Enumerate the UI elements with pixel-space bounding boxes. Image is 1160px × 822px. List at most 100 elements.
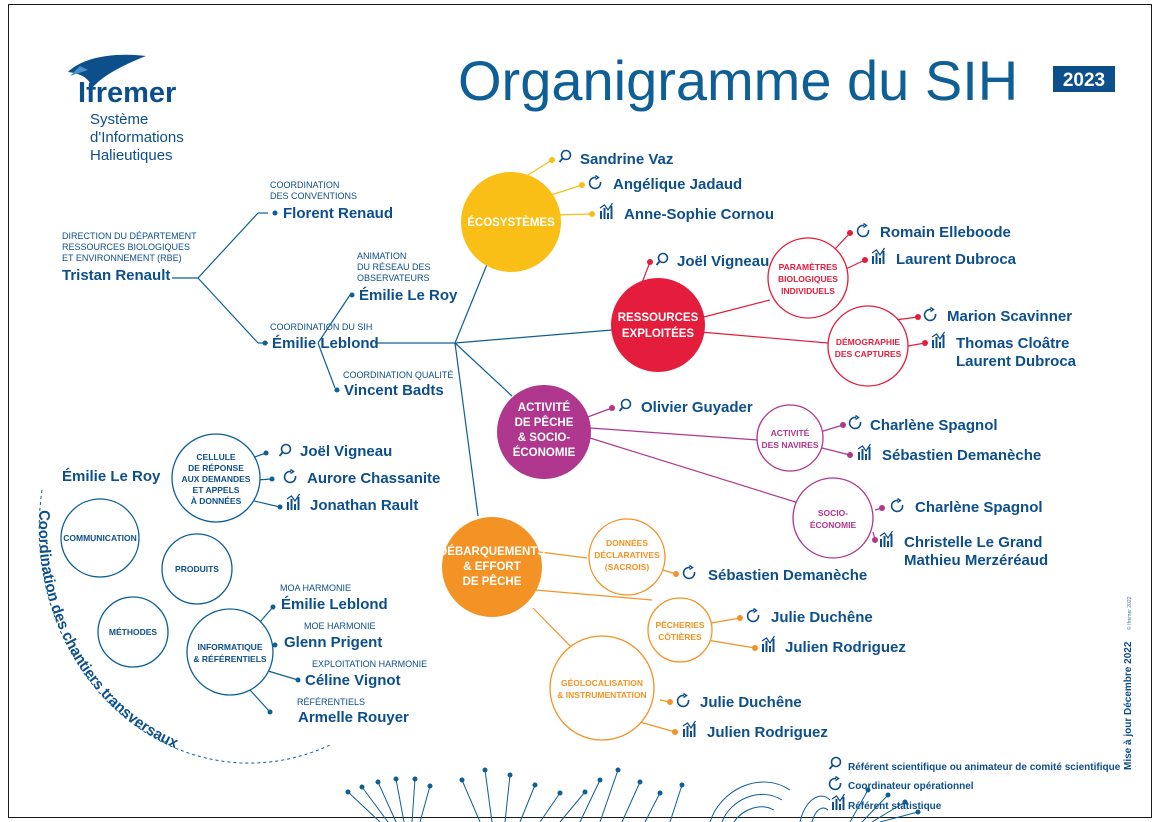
svg-text:Laurent Dubroca: Laurent Dubroca	[896, 251, 1017, 268]
decorative-pattern	[345, 767, 921, 822]
svg-text:À DONNÉES: À DONNÉES	[191, 496, 242, 506]
svg-text:AUX DEMANDES: AUX DEMANDES	[182, 474, 251, 484]
svg-text:Vincent Badts: Vincent Badts	[344, 382, 444, 399]
svg-text:DÉMOGRAPHIE: DÉMOGRAPHIE	[836, 337, 901, 347]
activite-bubble	[497, 385, 591, 479]
svg-text:GÉOLOCALISATION: GÉOLOCALISATION	[561, 678, 643, 688]
svg-text:DES NAVIRES: DES NAVIRES	[762, 440, 819, 450]
svg-text:Charlène Spagnol: Charlène Spagnol	[915, 499, 1043, 516]
cycle-icon	[856, 222, 870, 238]
svg-text:EXPLOITATION HARMONIE: EXPLOITATION HARMONIE	[312, 659, 427, 669]
svg-text:MOE HARMONIE: MOE HARMONIE	[304, 621, 376, 631]
svg-text:Armelle Rouyer: Armelle Rouyer	[298, 709, 409, 726]
conventions-node: COORDINATION DES CONVENTIONS Florent Ren…	[270, 180, 393, 222]
svg-text:DE PÊCHE: DE PÊCHE	[463, 575, 522, 588]
svg-text:ÉCONOMIE: ÉCONOMIE	[810, 520, 857, 530]
year-badge	[1053, 66, 1115, 92]
svg-text:& EFFORT: & EFFORT	[463, 561, 521, 573]
svg-text:Coordinateur opérationnel: Coordinateur opérationnel	[848, 781, 974, 792]
ecosystemes-label: ÉCOSYSTÈMES	[467, 216, 555, 229]
svg-text:DÉCLARATIVES: DÉCLARATIVES	[594, 550, 660, 560]
svg-text:INFORMATIQUE: INFORMATIQUE	[197, 642, 262, 652]
activite-navires-bubble	[756, 404, 824, 472]
svg-text:DONNÉES: DONNÉES	[606, 538, 648, 548]
socio-economie-bubble	[792, 477, 874, 559]
svg-text:Marion Scavinner: Marion Scavinner	[947, 308, 1072, 325]
svg-text:Aurore Chassanite: Aurore Chassanite	[307, 470, 440, 487]
svg-text:Joël Vigneau: Joël Vigneau	[677, 253, 769, 270]
stats-icon	[871, 247, 886, 265]
svg-text:MÉTHODES: MÉTHODES	[109, 627, 158, 637]
stats-icon	[831, 793, 846, 811]
communication-bubble	[60, 498, 140, 578]
svg-text:Julie Duchêne: Julie Duchêne	[771, 609, 873, 626]
svg-text:COORDINATION QUALITÉ: COORDINATION QUALITÉ	[343, 370, 453, 380]
svg-text:RÉFÉRENTIELS: RÉFÉRENTIELS	[297, 697, 365, 707]
svg-text:Sébastien Demanèche: Sébastien Demanèche	[708, 567, 867, 584]
svg-text:Émilie Le Roy: Émilie Le Roy	[359, 287, 458, 304]
svg-text:Céline Vignot: Céline Vignot	[305, 672, 401, 689]
main-connectors	[454, 261, 613, 517]
svg-text:DES CAPTURES: DES CAPTURES	[835, 349, 902, 359]
governance-lines	[172, 212, 455, 389]
stats-icon	[286, 493, 301, 511]
cycle-icon	[828, 775, 842, 791]
legend: Référent scientifique ou animateur de co…	[828, 756, 1121, 812]
parametres-biologiques-bubble	[767, 237, 849, 319]
coordination-qualite-node: COORDINATION QUALITÉ Vincent Badts	[334, 370, 453, 399]
svg-text:DE RÉPONSE: DE RÉPONSE	[188, 463, 244, 473]
svg-text:ACTIVITÉ: ACTIVITÉ	[518, 401, 571, 414]
decorative-loops	[709, 781, 831, 822]
geolocalisation-bubble	[549, 635, 655, 741]
svg-text:ACTIVITÉ: ACTIVITÉ	[771, 428, 810, 438]
cycle-icon	[676, 692, 690, 708]
svg-text:DES CONVENTIONS: DES CONVENTIONS	[270, 191, 357, 201]
svg-text:EXPLOITÉES: EXPLOITÉES	[622, 327, 695, 340]
pecheries-cotieres-bubble	[647, 597, 713, 663]
stats-icon	[761, 635, 776, 653]
stats-icon	[879, 530, 894, 548]
decorative-fan	[849, 787, 921, 822]
logo-text: Ifremer	[78, 77, 176, 109]
org-line3: Halieutiques	[90, 147, 173, 164]
decorative-fan	[459, 767, 685, 822]
cycle-icon	[848, 414, 862, 430]
stats-icon	[599, 202, 614, 220]
svg-text:(SACROIS): (SACROIS)	[605, 562, 650, 572]
cycle-icon	[923, 306, 937, 322]
org-line1: Système	[90, 111, 148, 128]
search-icon	[655, 252, 669, 266]
svg-text:SOCIO-: SOCIO-	[818, 508, 848, 518]
svg-text:Sandrine Vaz: Sandrine Vaz	[580, 151, 673, 168]
svg-text:DE PÊCHE: DE PÊCHE	[515, 416, 574, 429]
svg-text:PÊCHERIES: PÊCHERIES	[655, 619, 704, 630]
svg-text:CÔTIÈRES: CÔTIÈRES	[658, 631, 702, 642]
svg-text:PRODUITS: PRODUITS	[175, 564, 219, 574]
search-icon	[618, 398, 632, 412]
svg-text:CELLULE: CELLULE	[196, 452, 236, 462]
svg-text:Anne-Sophie Cornou: Anne-Sophie Cornou	[624, 206, 774, 223]
svg-text:DÉBARQUEMENTS: DÉBARQUEMENTS	[439, 545, 545, 558]
communication-lead: Émilie Le Roy	[62, 468, 161, 485]
svg-text:Mathieu Merzéréaud: Mathieu Merzéréaud	[904, 552, 1048, 569]
svg-text:MOA HARMONIE: MOA HARMONIE	[280, 583, 351, 593]
page-title: Organigramme du SIH	[458, 49, 1018, 112]
svg-text:ET ENVIRONNEMENT (RBE): ET ENVIRONNEMENT (RBE)	[62, 253, 182, 263]
stats-icon	[682, 720, 697, 738]
svg-text:& SOCIO-: & SOCIO-	[518, 432, 571, 444]
svg-text:Olivier Guyader: Olivier Guyader	[641, 399, 753, 416]
svg-text:Référent scientifique ou anima: Référent scientifique ou animateur de co…	[848, 762, 1121, 773]
cycle-icon	[682, 564, 696, 580]
svg-text:COORDINATION DU SIH: COORDINATION DU SIH	[270, 322, 372, 332]
activite-group: ACTIVITÉ DE PÊCHE & SOCIO- ÉCONOMIE Oliv…	[497, 385, 1048, 569]
animation-node: ANIMATION DU RÉSEAU DES OBSERVATEURS Émi…	[349, 251, 458, 304]
svg-text:Angélique Jadaud: Angélique Jadaud	[613, 176, 742, 193]
svg-text:Thomas Cloâtre: Thomas Cloâtre	[956, 335, 1069, 352]
svg-text:Charlène Spagnol: Charlène Spagnol	[870, 417, 998, 434]
svg-text:COORDINATION: COORDINATION	[270, 180, 339, 190]
svg-text:OBSERVATEURS: OBSERVATEURS	[357, 273, 430, 283]
direction-node: DIRECTION DU DÉPARTEMENT RESSOURCES BIOL…	[62, 231, 197, 284]
svg-text:INDIVIDUELS: INDIVIDUELS	[781, 286, 835, 296]
debarquements-group: DÉBARQUEMENTS & EFFORT DE PÊCHE DONNÉES …	[439, 517, 906, 741]
debarquements-bubble	[442, 517, 542, 617]
